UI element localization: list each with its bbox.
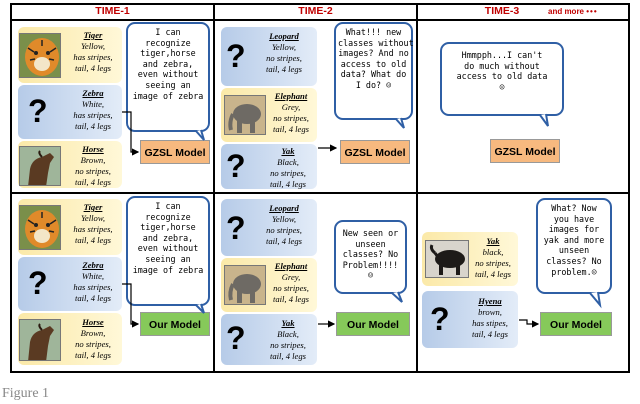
yak-card [221, 144, 317, 189]
caption-fragment: Figure 1 [2, 386, 50, 401]
arrow-t1 [122, 111, 140, 156]
bubble-tail-b2 [391, 291, 403, 303]
bubble-tail-t3 [539, 113, 549, 127]
bubble-tail-t1 [195, 129, 205, 141]
unknown-image-leopard: ? [226, 38, 246, 74]
bubble-tail-b1 [195, 303, 205, 314]
column-divider-2 [416, 3, 418, 373]
horse-image-bottom [19, 319, 61, 361]
our-model-box-time-3: Our Model [540, 312, 612, 336]
leopard-card-bottom [221, 199, 317, 256]
elephant-image-bottom [224, 265, 266, 305]
our-model-box-time-1: Our Model [140, 312, 210, 336]
unknown-image-leopard-bottom: ? [226, 210, 246, 246]
zebra-card [18, 85, 122, 139]
unknown-image-yak: ? [226, 148, 246, 184]
unknown-image-yak-bottom: ? [226, 320, 246, 356]
unknown-image-zebra-bottom: ? [28, 265, 48, 301]
tiger-image [19, 33, 61, 78]
bubble-tail-b3 [589, 291, 602, 309]
tiger-image-bottom [19, 205, 61, 250]
gzsl-model-box-time-1: GZSL Model [140, 140, 210, 164]
gzsl-model-box-time-3: GZSL Model [490, 139, 560, 163]
arrow-b3 [519, 319, 540, 328]
unknown-image-hyena: ? [430, 301, 450, 337]
horse-image [19, 146, 61, 186]
row-divider [10, 192, 630, 194]
yak-card-bottom [221, 314, 317, 365]
column-divider-1 [213, 3, 215, 373]
and-more-label: and more ••• [548, 7, 598, 16]
unknown-image-zebra: ? [28, 93, 48, 129]
our-model-box-time-2: Our Model [336, 312, 410, 336]
figure-frame [10, 3, 630, 373]
header-time-2: TIME-2 [298, 5, 333, 17]
header-time-1: TIME-1 [95, 5, 130, 17]
header-divider [10, 19, 630, 21]
header-time-3: TIME-3 [484, 5, 520, 17]
yak-image [425, 240, 469, 278]
bubble-tail-t2 [395, 117, 405, 129]
elephant-image [224, 95, 266, 135]
leopard-card [221, 27, 317, 86]
zebra-card-bottom [18, 257, 122, 311]
hyena-card [422, 291, 518, 348]
arrow-b1 [122, 283, 140, 328]
gzsl-model-box-time-2: GZSL Model [340, 140, 410, 164]
